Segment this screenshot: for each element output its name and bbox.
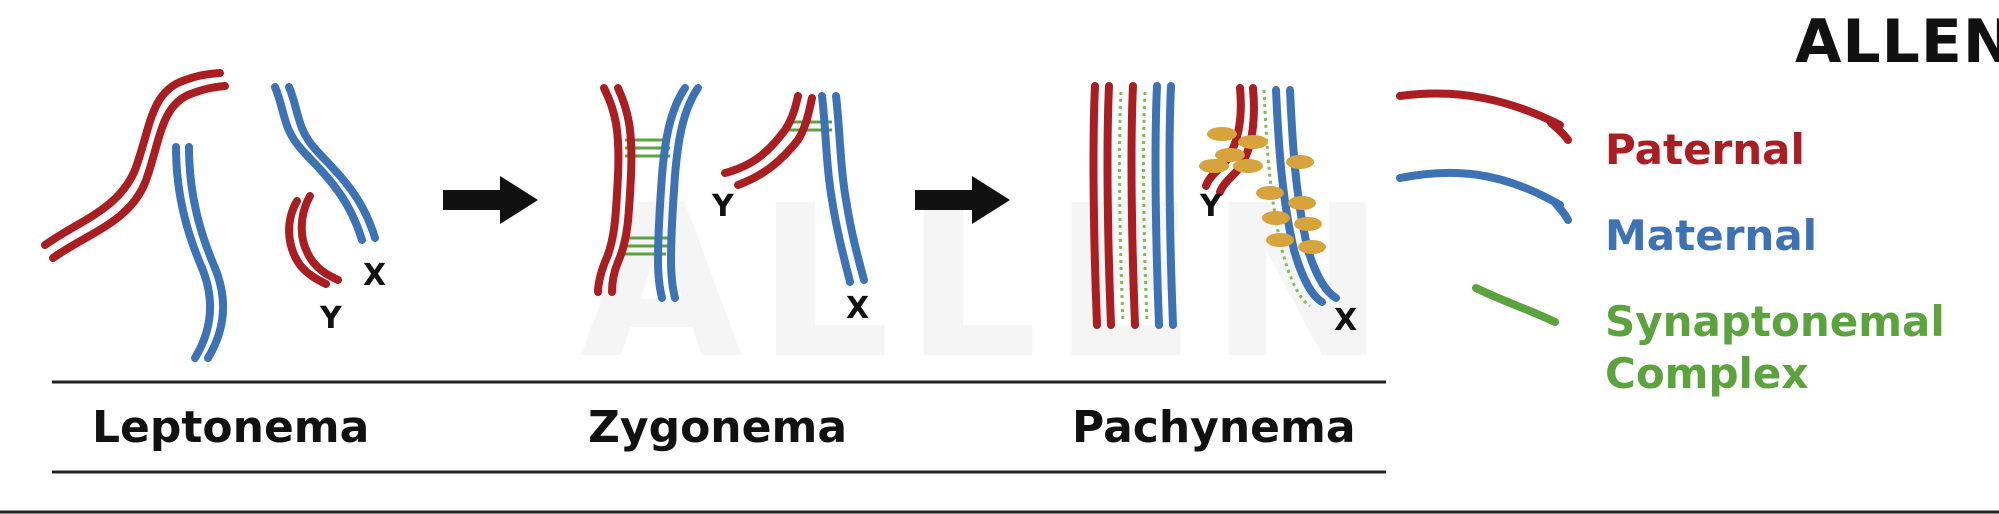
leptonema-paternal-y-strand-1 <box>285 197 330 288</box>
legend-paternal-label: Paternal <box>1605 125 1805 174</box>
legend: Paternal Maternal Synaptonemal Complex <box>1396 89 1945 398</box>
legend-paternal-swatch <box>1396 89 1572 144</box>
recombination-nodule <box>1238 135 1268 149</box>
recombination-nodule <box>1294 217 1322 231</box>
leptonema-paternal-y-strand-2 <box>297 192 342 284</box>
recombination-nodule <box>1286 155 1314 169</box>
leptonema-paternal-strand-1 <box>41 69 224 249</box>
leptonema-chromosomes <box>41 69 379 362</box>
pachynema-maternal-x-strand-1 <box>1272 86 1326 306</box>
arrow-right-icon <box>443 176 538 224</box>
legend-synaptonemal-label-line1: Synaptonemal <box>1605 297 1945 346</box>
leptonema-y-label: Y <box>319 301 343 336</box>
allen-logo: ALLEN <box>1795 7 1999 77</box>
stage-label-pachynema: Pachynema <box>1072 402 1356 453</box>
stage-label-leptonema: Leptonema <box>92 402 369 453</box>
leptonema-maternal-strand-1 <box>172 143 215 362</box>
pachynema-paternal-strand-3 <box>1127 82 1139 329</box>
recombination-nodule <box>1207 127 1237 141</box>
pachynema-y-label: Y <box>1199 189 1223 224</box>
zygonema-paternal-y-strand-1 <box>721 92 802 177</box>
recombination-nodule <box>1298 240 1326 254</box>
recombination-nodule <box>1215 148 1245 162</box>
pachynema-x-label: X <box>1334 303 1357 338</box>
zygonema-maternal-x-strand-2 <box>832 92 868 284</box>
recombination-nodule <box>1288 196 1316 210</box>
recombination-nodule <box>1266 233 1294 247</box>
legend-maternal-swatch <box>1396 168 1572 224</box>
pachynema-maternal-strand-2 <box>1165 82 1177 329</box>
zygonema-maternal-x-strand-1 <box>818 92 854 286</box>
zygonema-paternal-y-strand-2 <box>734 94 816 189</box>
pachynema-paternal-strand-1 <box>1089 82 1101 329</box>
zygonema-paternal-strand-1 <box>594 84 623 296</box>
pachynema-paternal-strand-2 <box>1103 82 1115 329</box>
stage-label-zygonema: Zygonema <box>588 402 847 453</box>
leptonema-paternal-strand-2 <box>49 82 229 262</box>
pachynema-paternal-y-strand-2 <box>1216 84 1258 196</box>
zygonema-x-label: X <box>846 291 869 326</box>
legend-synaptonemal-swatch <box>1472 284 1559 326</box>
zygonema-chromosomes <box>594 84 868 302</box>
recombination-nodule <box>1233 159 1263 173</box>
zygonema-maternal-strand-1 <box>654 84 689 302</box>
leptonema-maternal-strand-2 <box>185 143 228 362</box>
legend-synaptonemal-label-line2: Complex <box>1605 349 1808 398</box>
legend-maternal-label: Maternal <box>1605 211 1817 260</box>
pachynema-maternal-strand-1 <box>1151 82 1163 329</box>
recombination-nodule <box>1262 211 1290 225</box>
leptonema-x-label: X <box>363 258 386 293</box>
zygonema-paternal-strand-2 <box>608 84 636 296</box>
leptonema-maternal-x-strand-1 <box>271 83 366 244</box>
pachynema-chromosomes <box>1089 82 1340 329</box>
arrow-right-icon <box>915 176 1010 224</box>
recombination-nodule <box>1256 186 1284 200</box>
recombination-nodule <box>1199 159 1229 173</box>
leptonema-maternal-x-strand-2 <box>285 83 379 242</box>
zygonema-y-label: Y <box>711 189 735 224</box>
zygonema-maternal-strand-2 <box>667 84 702 302</box>
